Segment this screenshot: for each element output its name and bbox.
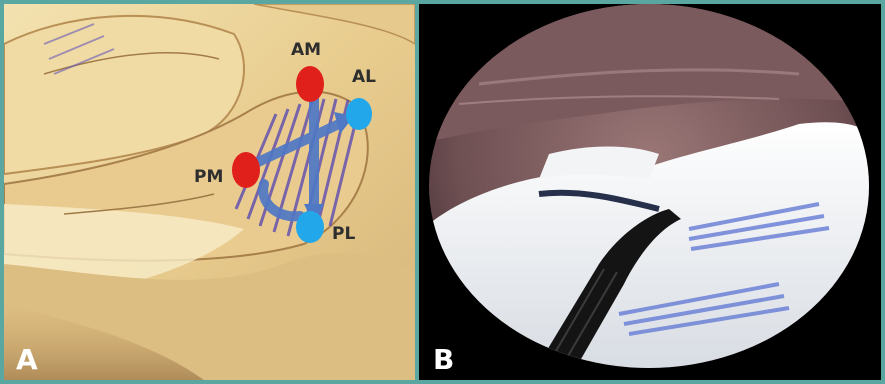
panel-a-label: A [16, 346, 38, 374]
pl-marker [296, 211, 324, 243]
panel-b-arthroscopic-image: B [419, 4, 881, 380]
am-marker [296, 66, 324, 102]
label-al: AL [352, 69, 376, 86]
arthroscopic-view [419, 4, 881, 380]
panel-a-illustration: AM AL PM PL A [4, 4, 415, 380]
label-am: AM [291, 42, 321, 59]
al-marker [346, 98, 372, 130]
label-pl: PL [332, 226, 355, 243]
panel-b-label: B [433, 346, 454, 374]
pm-marker [232, 152, 260, 188]
label-pm: PM [194, 169, 223, 186]
knee-illustration [4, 4, 415, 380]
